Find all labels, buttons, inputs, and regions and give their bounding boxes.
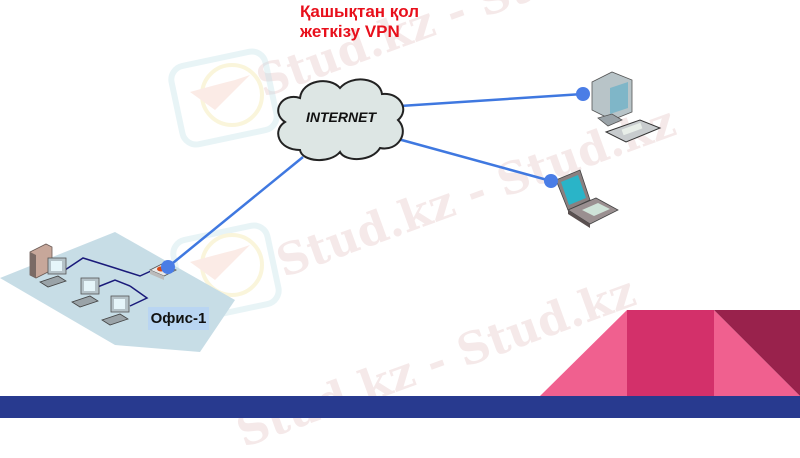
network-diagram [0, 48, 800, 396]
desktop-computer-icon [71, 277, 100, 308]
internet-cloud-icon [277, 78, 405, 161]
link-internet-desktop [399, 92, 584, 108]
connection-dot [576, 87, 590, 101]
internet-label: INTERNET [306, 109, 376, 125]
link-office-internet [167, 156, 304, 268]
lan-cable [94, 279, 131, 289]
decorative-corner-shapes [540, 310, 800, 396]
office-1-lan [0, 232, 235, 352]
footer-band [0, 396, 800, 418]
slide-title: Қашықтан қол жеткізу VPN [300, 2, 419, 42]
desktop-computer-icon [39, 257, 67, 288]
lan-cable [61, 257, 163, 277]
remote-laptop-icon [555, 169, 619, 228]
watermark-logo-icon [168, 48, 280, 148]
remote-desktop-icon [591, 71, 662, 143]
desktop-computer-icon [101, 295, 130, 326]
title-line-2: жеткізу VPN [300, 22, 400, 41]
title-line-1: Қашықтан қол [300, 2, 420, 21]
watermark-logo-icon [170, 222, 282, 322]
lan-cable [129, 285, 149, 307]
connection-dot [544, 174, 558, 188]
office-label: Офис-1 [148, 307, 209, 330]
link-internet-laptop [397, 137, 552, 183]
connection-dot [161, 260, 175, 274]
